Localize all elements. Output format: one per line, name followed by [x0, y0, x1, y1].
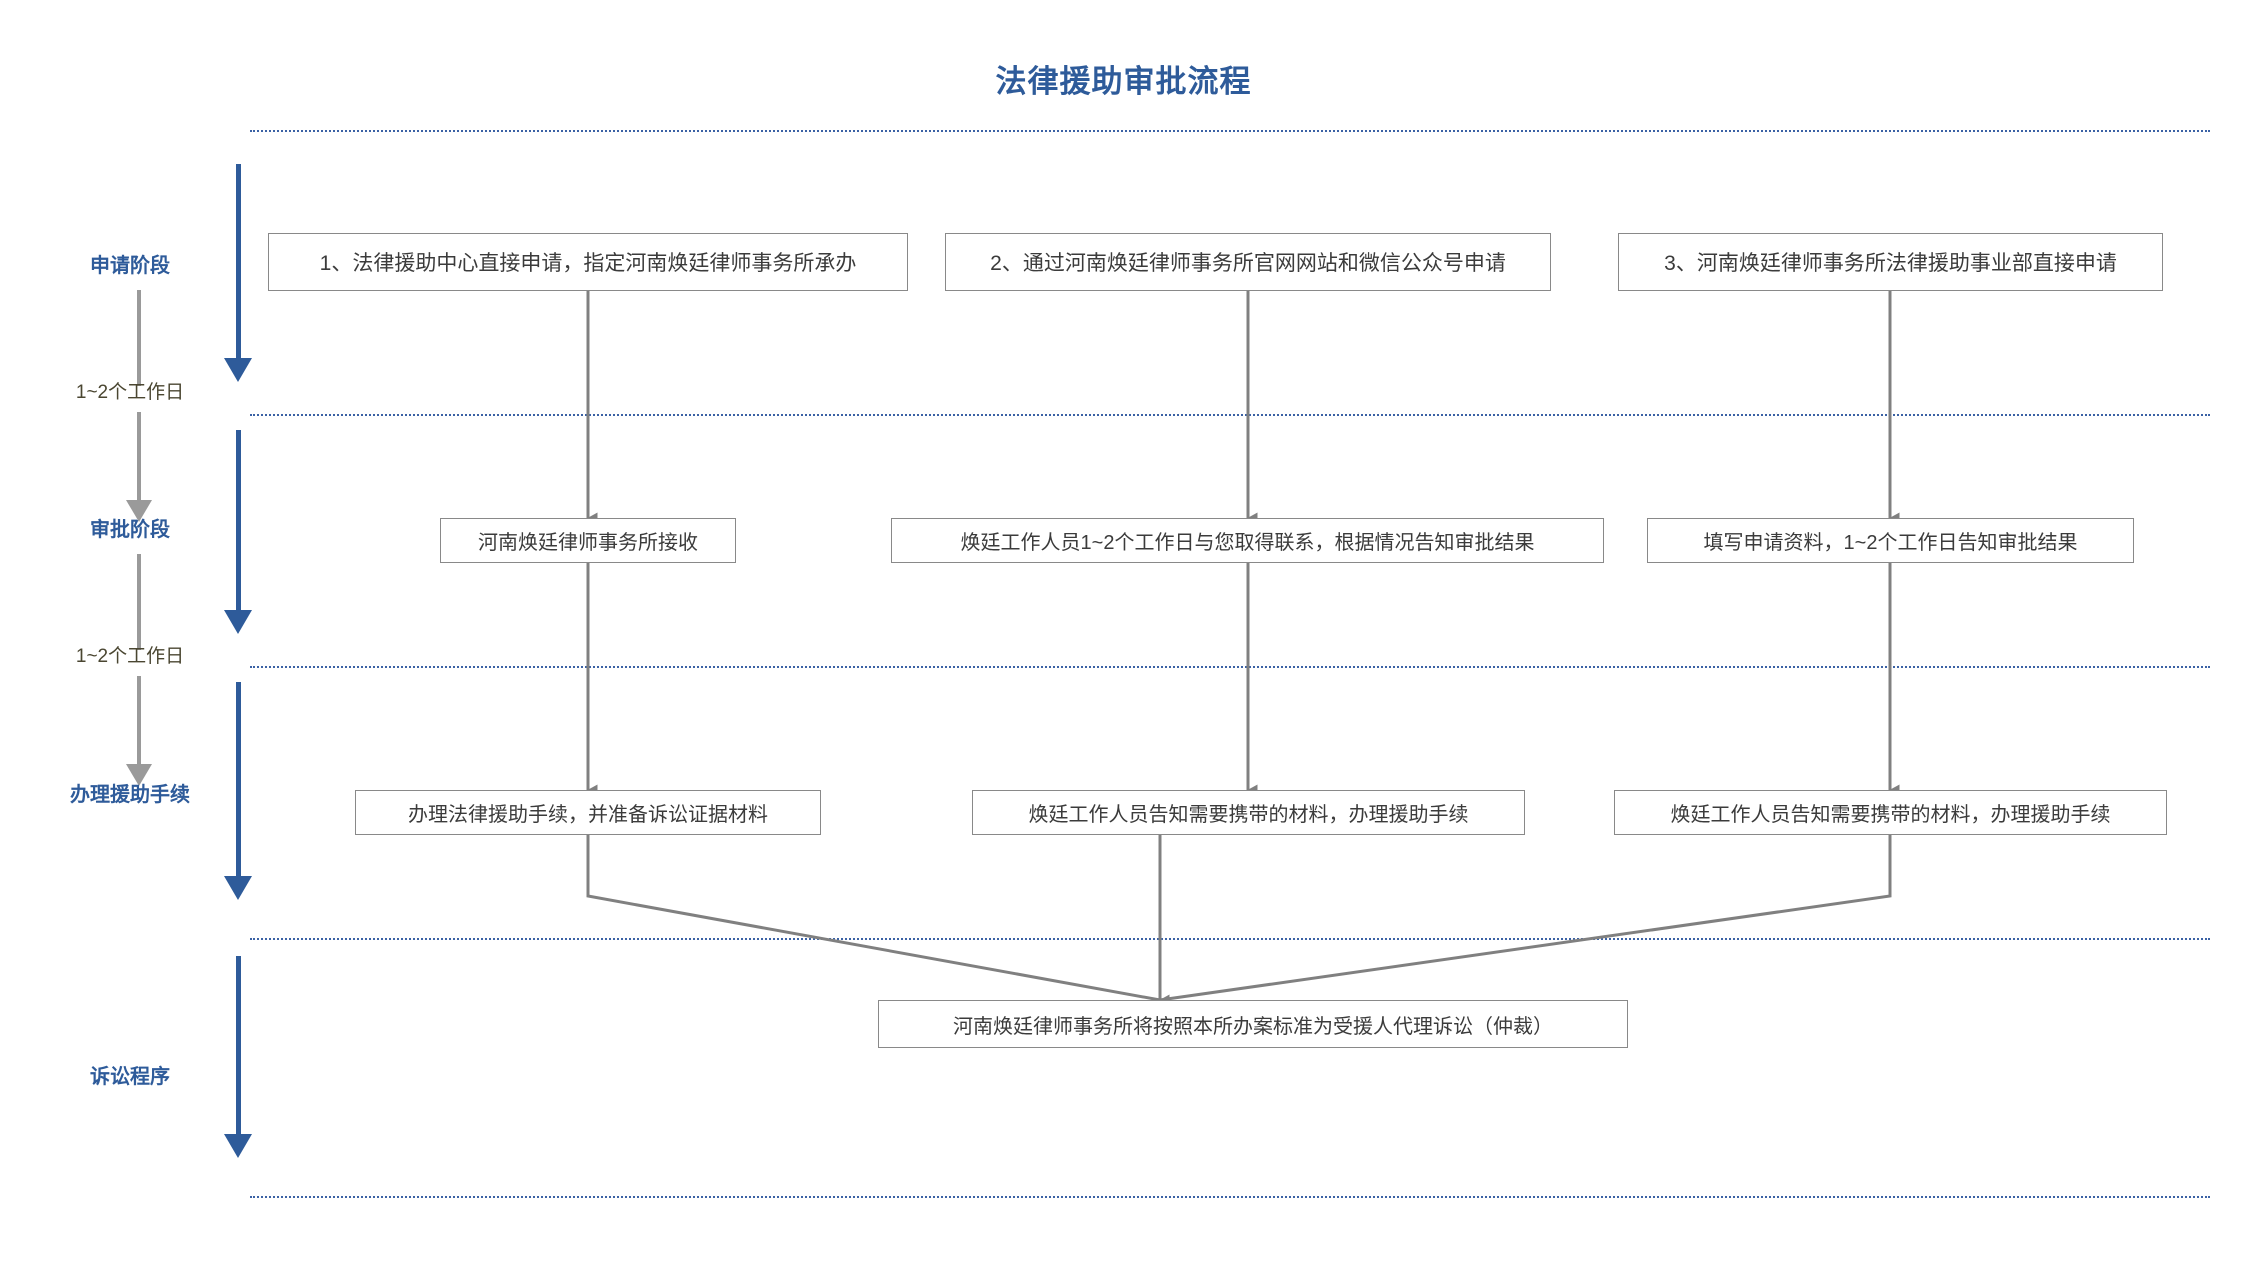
gray-connector-shaft-1 — [137, 290, 141, 386]
divider-procedure — [250, 938, 2210, 940]
process-box-procedure-2[interactable]: 焕廷工作人员告知需要携带的材料，办理援助手续 — [972, 790, 1525, 835]
divider-top — [250, 130, 2210, 132]
duration-label-2: 1~2个工作日 — [75, 646, 185, 667]
stage-label-application: 申请阶段 — [90, 255, 170, 277]
duration-label-1: 1~2个工作日 — [75, 382, 185, 403]
divider-apply — [250, 414, 2210, 416]
stage-label-approval: 审批阶段 — [90, 519, 170, 541]
blue-arrow-head-litigation — [224, 1134, 252, 1158]
blue-arrow-head-approval — [224, 610, 252, 634]
process-box-procedure-3[interactable]: 焕廷工作人员告知需要携带的材料，办理援助手续 — [1614, 790, 2167, 835]
page-title: 法律援助审批流程 — [995, 64, 1252, 99]
process-box-procedure-1[interactable]: 办理法律援助手续，并准备诉讼证据材料 — [355, 790, 821, 835]
blue-arrow-shaft-application — [236, 164, 241, 360]
process-box-final[interactable]: 河南焕廷律师事务所将按照本所办案标准为受援人代理诉讼（仲裁） — [878, 1000, 1628, 1048]
divider-bottom — [250, 1196, 2210, 1198]
divider-approve — [250, 666, 2210, 668]
gray-connector-shaft-3 — [137, 554, 141, 650]
process-box-application-2[interactable]: 2、通过河南焕廷律师事务所官网网站和微信公众号申请 — [945, 233, 1551, 291]
gray-connector-shaft-2 — [137, 412, 141, 502]
process-box-approval-1[interactable]: 河南焕廷律师事务所接收 — [440, 518, 736, 563]
blue-arrow-head-application — [224, 358, 252, 382]
gray-connector-shaft-4 — [137, 676, 141, 766]
stage-label-procedure: 办理援助手续 — [70, 784, 190, 806]
process-box-application-3[interactable]: 3、河南焕廷律师事务所法律援助事业部直接申请 — [1618, 233, 2163, 291]
process-box-application-1[interactable]: 1、法律援助中心直接申请，指定河南焕廷律师事务所承办 — [268, 233, 908, 291]
blue-arrow-head-procedure — [224, 876, 252, 900]
blue-arrow-shaft-litigation — [236, 956, 241, 1136]
stage-label-litigation: 诉讼程序 — [90, 1066, 170, 1088]
gray-connector-head-2 — [126, 764, 152, 786]
process-box-approval-2[interactable]: 焕廷工作人员1~2个工作日与您取得联系，根据情况告知审批结果 — [891, 518, 1604, 563]
gray-connector-head-1 — [126, 500, 152, 522]
blue-arrow-shaft-approval — [236, 430, 241, 612]
process-box-approval-3[interactable]: 填写申请资料，1~2个工作日告知审批结果 — [1647, 518, 2134, 563]
blue-arrow-shaft-procedure — [236, 682, 241, 878]
